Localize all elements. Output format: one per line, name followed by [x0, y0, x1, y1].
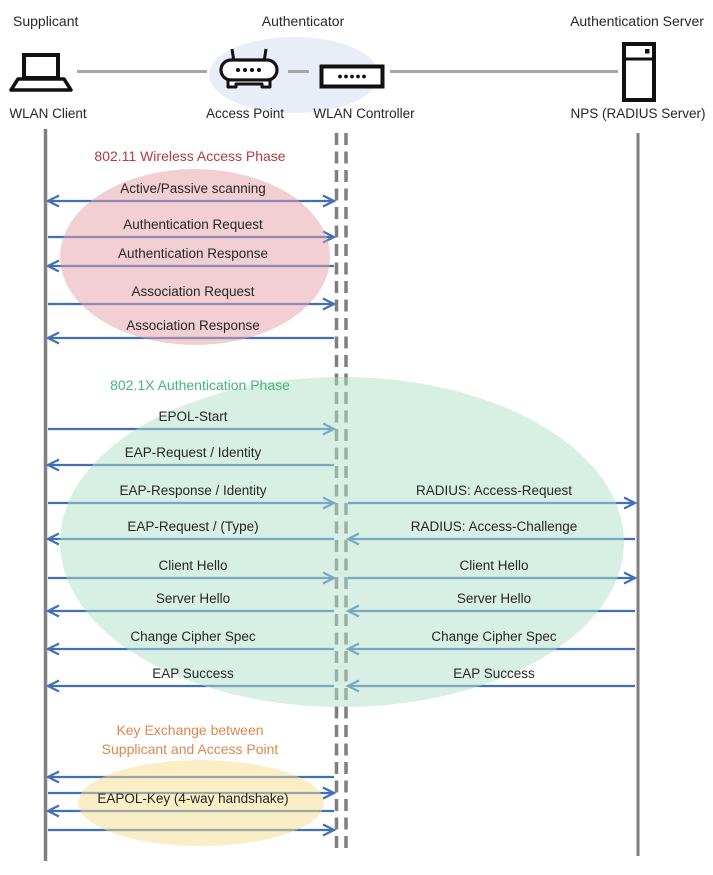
message-label: RADIUS: Access-Challenge	[410, 519, 578, 534]
message-label: EAP Success	[152, 666, 234, 681]
message-arrow	[45, 604, 334, 618]
message-arrow	[348, 496, 638, 510]
authenticator-role-label: Authenticator	[261, 13, 345, 29]
access-point-icon	[218, 46, 280, 97]
message-label: Authentication Request	[123, 217, 263, 232]
phase-title-key-exchange: Key Exchange between Supplicant and Acce…	[40, 721, 340, 759]
message-arrow	[45, 331, 334, 345]
message-label: Authentication Response	[117, 246, 269, 261]
message-label: Change Cipher Spec	[431, 629, 557, 644]
phase-title-authentication: 802.1X Authentication Phase	[110, 377, 290, 393]
message-arrow	[45, 770, 334, 784]
message-arrow	[48, 823, 337, 837]
message-label: EAP Success	[453, 666, 535, 681]
message-label: RADIUS: Access-Request	[415, 483, 573, 498]
access-point-label: Access Point	[205, 106, 285, 121]
message-arrow	[45, 259, 334, 273]
message-label: Active/Passive scanning	[120, 181, 266, 196]
message-label: EAP-Response / Identity	[119, 483, 267, 498]
laptop-icon	[8, 52, 74, 99]
wlan-controller-label: WLAN Controller	[313, 106, 415, 121]
message-arrow	[45, 804, 334, 818]
server-icon	[620, 41, 658, 108]
message-label: Server Hello	[456, 591, 532, 606]
message-arrow	[45, 194, 337, 208]
message-label: Association Response	[126, 318, 260, 333]
message-arrow	[45, 679, 334, 693]
server-role-label: Authentication Server	[570, 13, 704, 29]
message-arrow	[348, 571, 638, 585]
message-arrow	[45, 458, 334, 472]
message-arrow	[48, 496, 337, 510]
message-arrow	[45, 642, 334, 656]
phase-title-key-exchange-line1: Key Exchange between	[116, 722, 264, 738]
supplicant-role-label: Supplicant	[13, 13, 79, 29]
message-arrow	[345, 679, 635, 693]
wlan-client-label: WLAN Client	[9, 106, 87, 121]
message-label: EPOL-Start	[158, 409, 228, 424]
message-arrow	[45, 532, 334, 546]
message-label: Client Hello	[158, 558, 228, 573]
message-arrow	[48, 230, 337, 244]
message-label: EAP-Request / (Type)	[127, 519, 259, 534]
message-label: Client Hello	[459, 558, 529, 573]
wlan-controller-icon	[319, 64, 385, 94]
message-label: EAP-Request / Identity	[124, 445, 262, 460]
phase-title-key-exchange-line2: Supplicant and Access Point	[101, 741, 279, 757]
message-arrow	[345, 604, 635, 618]
message-arrow	[345, 532, 635, 546]
message-label: Server Hello	[155, 591, 231, 606]
message-label: Change Cipher Spec	[130, 629, 256, 644]
message-arrow	[48, 571, 337, 585]
message-label: EAPOL-Key (4-way handshake)	[97, 791, 289, 806]
message-label: Association Request	[131, 284, 255, 299]
message-arrow	[48, 422, 337, 436]
message-arrow	[345, 642, 635, 656]
nps-server-label: NPS (RADIUS Server)	[570, 106, 706, 121]
phase-title-wireless-access: 802.11 Wireless Access Phase	[94, 148, 286, 164]
message-arrow	[48, 297, 337, 311]
